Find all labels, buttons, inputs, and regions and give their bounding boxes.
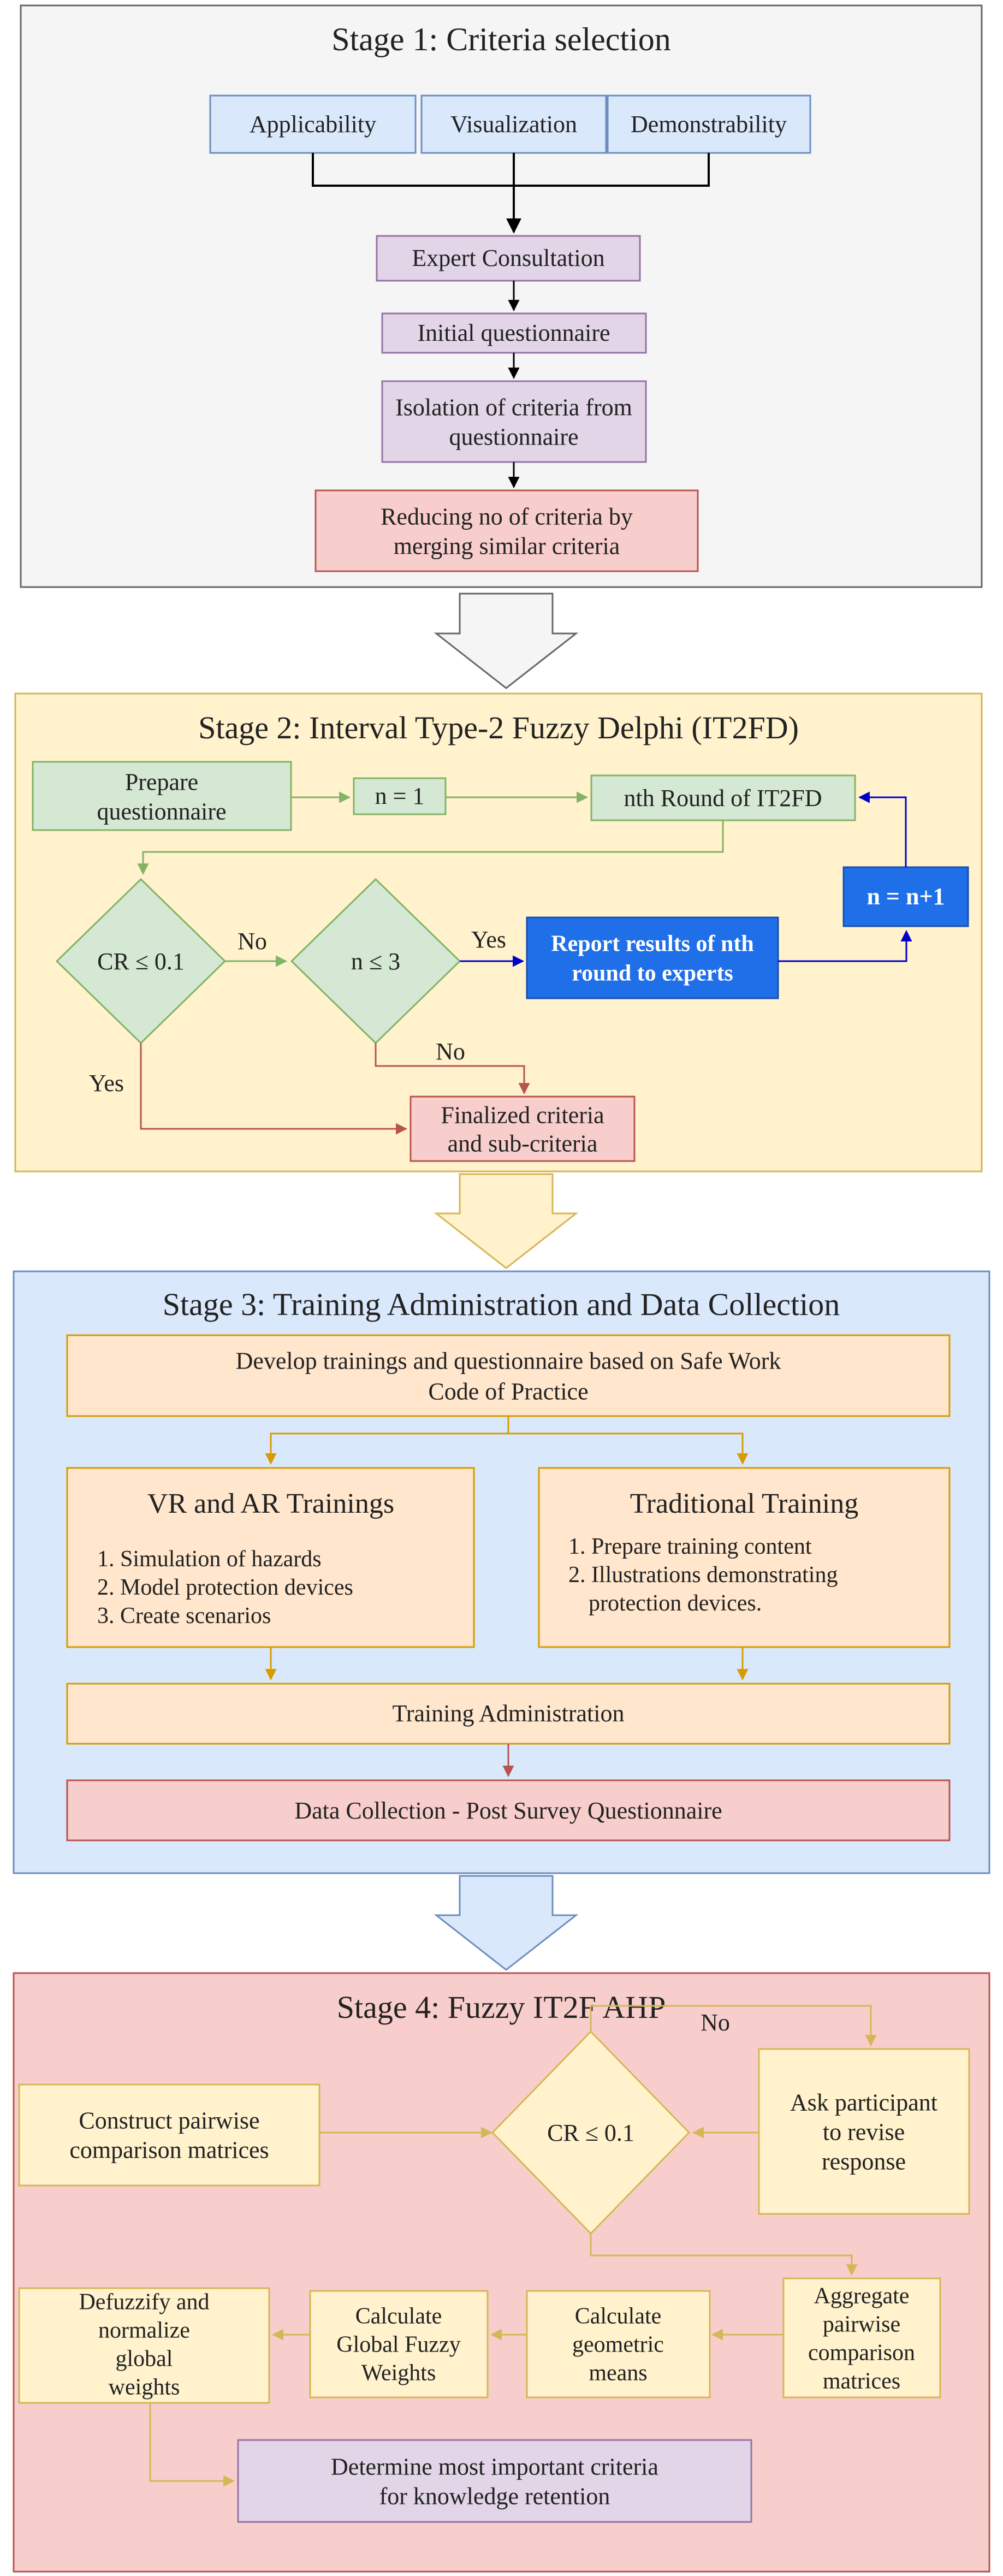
stage-arrow-3 xyxy=(434,1875,579,1971)
nth-round-box: nth Round of IT2FD xyxy=(590,774,856,821)
vr-ar-training-box: VR and AR Trainings 1. Simulation of haz… xyxy=(66,1467,475,1648)
data-collection-box: Data Collection - Post Survey Questionna… xyxy=(66,1779,951,1841)
vr-item: 2. Model protection devices xyxy=(97,1575,353,1600)
vr-item: 3. Create scenarios xyxy=(97,1603,271,1628)
stage3-title: Stage 3: Training Administration and Dat… xyxy=(163,1287,840,1322)
arrow-n-no-to-finalized xyxy=(375,1043,530,1095)
training-administration-box: Training Administration xyxy=(66,1683,951,1745)
arrow-cr-no-to-ask xyxy=(590,2005,877,2047)
vr-training-list: 1. Simulation of hazards 2. Model protec… xyxy=(97,1547,353,1628)
stage1-title: Stage 1: Criteria selection xyxy=(331,21,670,57)
applicability-box: Applicability xyxy=(209,94,417,154)
stage-arrow-1 xyxy=(434,593,579,689)
svg-text:Data Collection - Post Survey: Data Collection - Post Survey Questionna… xyxy=(294,1797,722,1824)
cr-no-label: No xyxy=(238,928,267,955)
demonstrability-box: Demonstrability xyxy=(607,94,811,154)
expert-consultation-box: Expert Consultation xyxy=(376,235,641,282)
criteria-merge-connector xyxy=(312,153,710,232)
visualization-box: Visualization xyxy=(420,94,607,154)
stage4-title: Stage 4: Fuzzy IT2F AHP xyxy=(337,1989,666,2025)
cr-decision-diamond-stage4: CR ≤ 0.1 xyxy=(491,2030,691,2235)
stage2-panel: Stage 2: Interval Type-2 Fuzzy Delphi (I… xyxy=(14,692,983,1172)
trad-item-cont: protection devices. xyxy=(589,1591,762,1616)
develop-trainings-box: Develop trainings and questionnaire base… xyxy=(66,1334,951,1417)
n-yes-label: Yes xyxy=(471,926,506,953)
arrow-report-to-increment xyxy=(778,929,912,962)
svg-text:n = n+1: n = n+1 xyxy=(867,883,945,910)
svg-text:Applicability: Applicability xyxy=(250,111,376,138)
n-decision-diamond: n ≤ 3 xyxy=(290,878,461,1045)
traditional-training-list: 1. Prepare training content 2. Illustrat… xyxy=(568,1534,838,1616)
cr-decision-diamond: CR ≤ 0.1 xyxy=(55,878,227,1045)
arrow-defuzzify-to-determine xyxy=(149,2403,235,2487)
svg-text:Develop trainings and question: Develop trainings and questionnaire base… xyxy=(236,1347,781,1405)
stage4-panel: Stage 4: Fuzzy IT2F AHP Construct pairwi… xyxy=(13,1972,990,2573)
vr-item: 1. Simulation of hazards xyxy=(97,1547,322,1572)
svg-text:n ≤ 3: n ≤ 3 xyxy=(351,948,400,975)
trad-item: 1. Prepare training content xyxy=(568,1534,812,1559)
arrow-round-to-cr xyxy=(137,820,724,875)
svg-text:Demonstrability: Demonstrability xyxy=(631,111,787,138)
svg-text:VR and AR Trainings: VR and AR Trainings xyxy=(147,1488,394,1519)
svg-text:nth Round of IT2FD: nth Round of IT2FD xyxy=(624,785,822,812)
svg-text:Expert Consultation: Expert Consultation xyxy=(412,245,604,271)
svg-text:n = 1: n = 1 xyxy=(375,783,425,809)
arrow-cr-yes-to-finalized xyxy=(140,1043,408,1135)
stage3-panel: Stage 3: Training Administration and Dat… xyxy=(13,1270,990,1874)
stage2-title: Stage 2: Interval Type-2 Fuzzy Delphi (I… xyxy=(198,710,799,745)
trad-item: 2. Illustrations demonstrating xyxy=(568,1562,838,1588)
svg-text:CR ≤ 0.1: CR ≤ 0.1 xyxy=(547,2119,634,2146)
svg-text:Traditional Training: Traditional Training xyxy=(630,1488,859,1519)
arrow-cr-to-aggregate xyxy=(590,2234,858,2276)
svg-text:Visualization: Visualization xyxy=(450,111,577,138)
cr-yes-label: Yes xyxy=(89,1070,124,1097)
arrow-increment-to-round xyxy=(858,791,907,867)
stage1-panel: Stage 1: Criteria selection Applicabilit… xyxy=(20,4,983,588)
traditional-training-box: Traditional Training 1. Prepare training… xyxy=(538,1467,951,1648)
n-no-label: No xyxy=(436,1038,465,1065)
svg-text:Initial questionnaire: Initial questionnaire xyxy=(417,319,610,346)
svg-text:Training Administration: Training Administration xyxy=(393,1700,625,1727)
svg-text:CR ≤ 0.1: CR ≤ 0.1 xyxy=(97,948,185,975)
n-increment-box: n = n+1 xyxy=(842,866,969,927)
n-equals-1-box: n = 1 xyxy=(353,777,447,815)
stage4-no-label: No xyxy=(701,2009,730,2036)
initial-questionnaire-box: Initial questionnaire xyxy=(381,312,647,354)
stage-arrow-2 xyxy=(434,1173,579,1269)
